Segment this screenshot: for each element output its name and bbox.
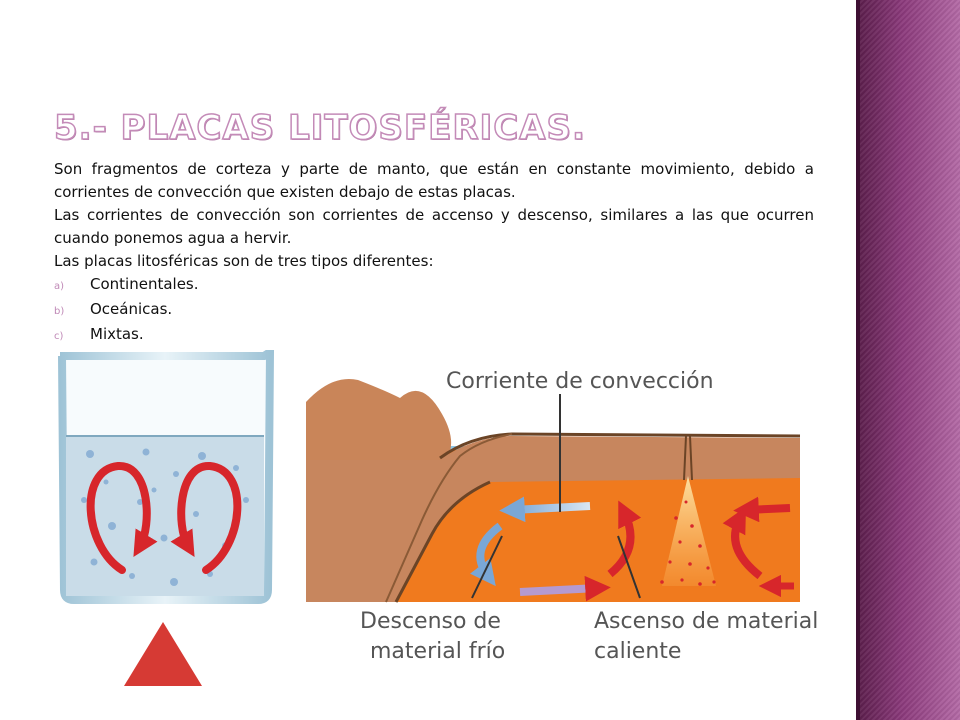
mountain <box>306 378 452 460</box>
list-item: b) Oceánicas. <box>54 298 814 323</box>
list-item-text: Oceánicas. <box>90 300 173 318</box>
earth-cross-section <box>306 378 801 603</box>
side-decor-band <box>856 0 960 720</box>
list-item: a) Continentales. <box>54 273 814 298</box>
convection-figure: Corriente de convección Descenso de mate… <box>50 350 820 700</box>
beaker <box>58 350 275 604</box>
label-descent-line2: material frío <box>370 639 505 664</box>
list-marker: c) <box>54 331 64 342</box>
magma-plume <box>662 476 716 586</box>
leader-lines <box>471 394 641 599</box>
label-descent-line1: Descenso de <box>360 609 501 634</box>
water <box>66 436 264 596</box>
list-item-text: Mixtas. <box>90 325 144 343</box>
label-ascent-line1: Ascenso de material <box>594 609 818 634</box>
hot-arrow-top-right <box>733 496 791 523</box>
label-convection: Corriente de convección <box>446 369 714 394</box>
lithosphere <box>306 436 800 602</box>
paragraph-definition: Son fragmentos de corteza y parte de man… <box>54 160 814 201</box>
list-marker: b) <box>54 306 65 317</box>
label-ascent-line2: caliente <box>594 639 681 664</box>
convection-illustration: Corriente de convección Descenso de mate… <box>58 350 818 686</box>
bottom-arrow <box>519 575 611 602</box>
cold-arrow-top <box>499 496 591 523</box>
list-item-text: Continentales. <box>90 275 199 293</box>
list-marker: a) <box>54 281 65 292</box>
paragraph-types: Las placas litosféricas son de tres tipo… <box>54 252 434 270</box>
plate-types-list: a) Continentales. b) Oceánicas. c) Mixta… <box>54 273 814 348</box>
hot-ascent-arrow <box>607 500 642 578</box>
magma-dots <box>660 500 716 586</box>
convection-arrow-right <box>170 462 242 574</box>
convection-arrow-left <box>86 462 158 574</box>
list-item: c) Mixtas. <box>54 323 814 348</box>
flame-triangle <box>124 622 202 686</box>
slide-title: 5.- PLACAS LITOSFÉRICAS. <box>53 107 586 149</box>
hot-ascent-arrow-right <box>722 506 763 580</box>
slide-content: Son fragmentos de corteza y parte de man… <box>54 158 814 348</box>
paragraph-convection: Las corrientes de convección son corrien… <box>54 206 814 247</box>
